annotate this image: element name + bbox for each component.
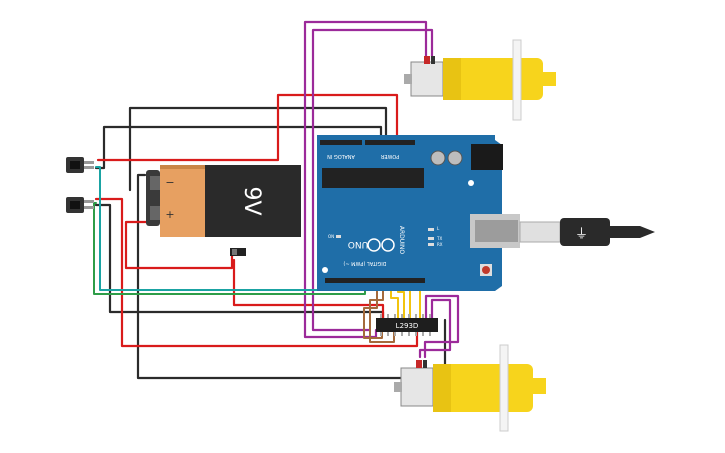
slide-switch[interactable]: [230, 248, 246, 256]
wire-purple-motor1-a[interactable]: [303, 20, 428, 339]
battery-plus-label: +: [165, 208, 174, 221]
capacitor-1: [430, 150, 446, 166]
wire-red-battery-plus[interactable]: [124, 220, 234, 270]
wire-red-switch[interactable]: [232, 258, 385, 320]
capacitor-2: [447, 150, 463, 166]
arduino-brand: ARDUINO: [398, 226, 405, 255]
wire-brown-1[interactable]: [363, 280, 383, 339]
battery-voltage-label: 9V: [239, 186, 264, 215]
motor-top[interactable]: [404, 39, 556, 121]
wire-brown-2[interactable]: [369, 280, 395, 343]
wire-purple-motor2-b[interactable]: [423, 294, 460, 359]
power-header: [365, 140, 415, 145]
wire-black-top-outer[interactable]: [94, 125, 383, 170]
wire-red-sensor-vcc[interactable]: [94, 197, 419, 348]
wire-purple-motor2-a[interactable]: [418, 298, 452, 359]
ir-sensor-top[interactable]: [66, 157, 94, 173]
battery-9v[interactable]: − + 9V: [146, 165, 301, 237]
wire-red-top[interactable]: [96, 93, 399, 162]
rx-label: RX: [437, 242, 443, 247]
wire-black-top-inner[interactable]: [128, 106, 388, 192]
on-led: [336, 235, 341, 238]
wire-black-battery-minus[interactable]: [136, 173, 447, 380]
wire-purple-motor1-b[interactable]: [311, 28, 434, 332]
usb-icon: ⏚: [575, 227, 588, 242]
arduino-logo: [367, 238, 395, 252]
arduino-uno[interactable]: ANALOG IN POWER DIGITAL (PWM ~) UNO ARDU…: [317, 135, 520, 291]
atmega-chip: [322, 168, 424, 188]
driver-ic-l293d[interactable]: L293D: [376, 314, 438, 336]
ir-sensor-bottom[interactable]: [66, 197, 94, 213]
analog-header-label: ANALOG IN: [327, 153, 355, 159]
battery-minus-label: −: [165, 176, 174, 189]
motor-bottom[interactable]: [394, 344, 546, 432]
l-label: L: [437, 226, 440, 231]
analog-header: [320, 140, 362, 145]
on-led-label: ON: [328, 234, 334, 239]
power-header-label: POWER: [380, 153, 399, 159]
arduino-model: UNO: [348, 239, 368, 249]
tx-label: TX: [436, 236, 442, 241]
usb-cable[interactable]: ⏚: [519, 218, 655, 246]
digital-header: [325, 278, 425, 283]
digital-header-label: DIGITAL (PWM ~): [343, 260, 386, 266]
driver-ic-label: L293D: [396, 322, 419, 330]
